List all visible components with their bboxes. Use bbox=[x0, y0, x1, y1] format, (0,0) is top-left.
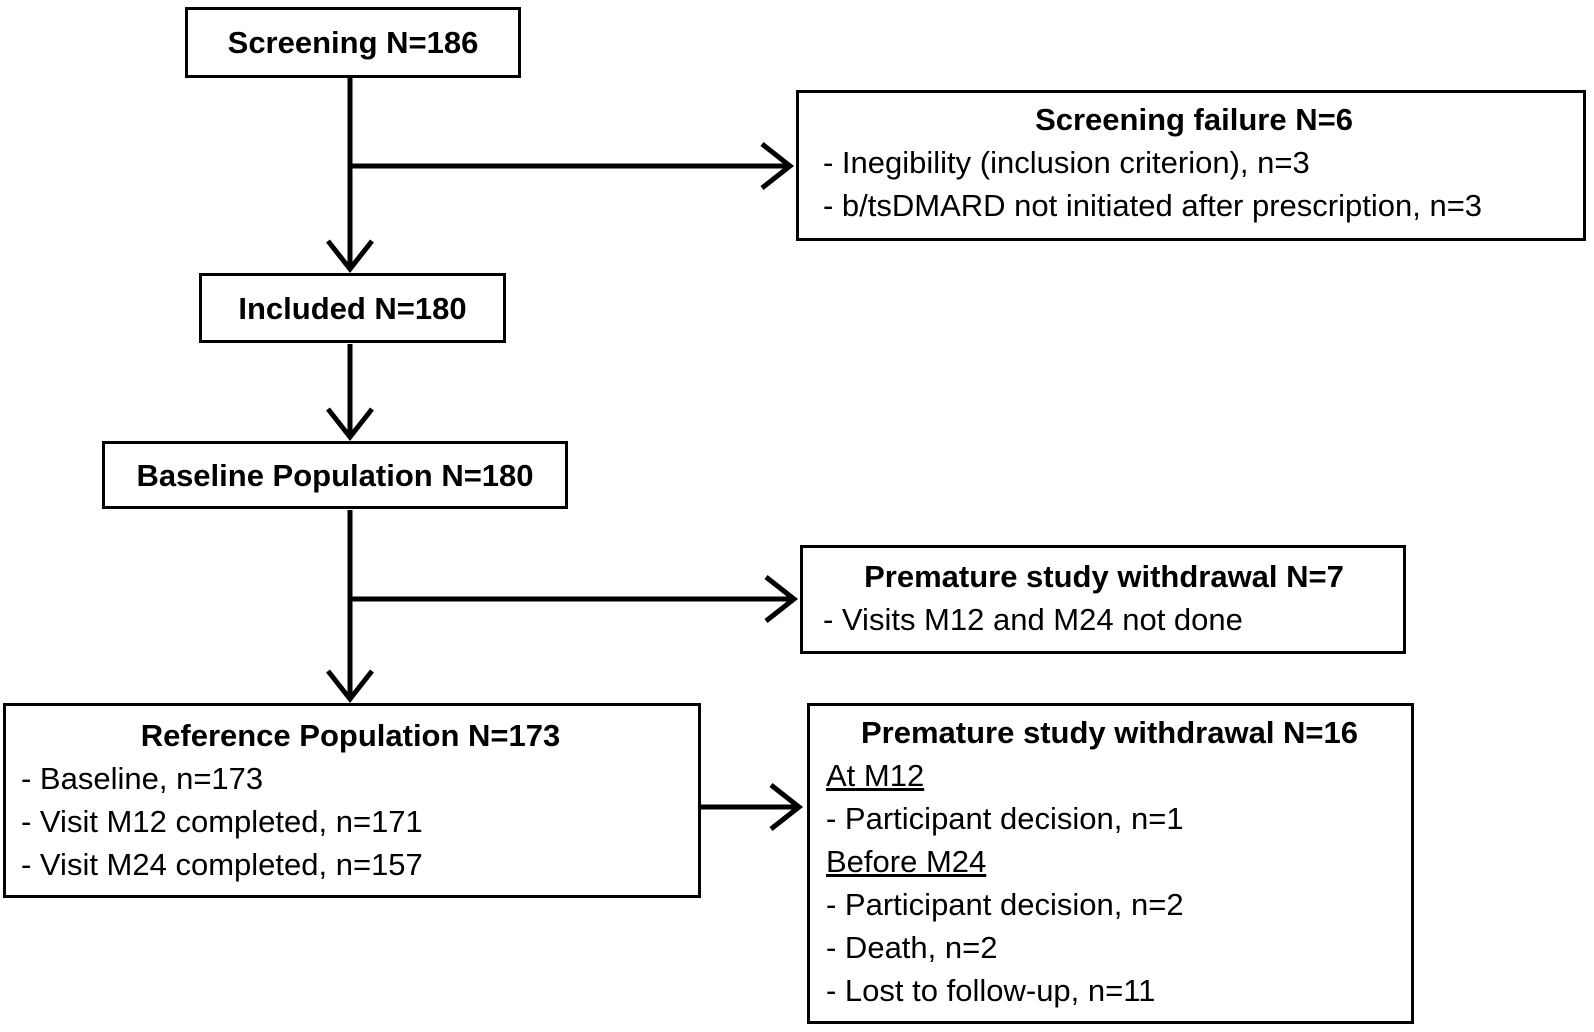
reference-population-box: Reference Population N=173 - Baseline, n… bbox=[3, 703, 701, 898]
withdrawal-n7-title: Premature study withdrawal N=7 bbox=[864, 559, 1344, 594]
reference-population-item: - Visit M24 completed, n=157 bbox=[21, 847, 423, 882]
withdrawal-n16-title: Premature study withdrawal N=16 bbox=[860, 715, 1359, 750]
arrowhead-right-icon bbox=[764, 575, 799, 623]
screening-failure-title: Screening failure N=6 bbox=[1035, 102, 1353, 137]
baseline-population-box: Baseline Population N=180 bbox=[102, 441, 568, 509]
withdrawal-n7-item: - Visits M12 and M24 not done bbox=[823, 602, 1243, 637]
screening-failure-item: - b/tsDMARD not initiated after prescrip… bbox=[823, 188, 1483, 223]
baseline-population-title: Baseline Population N=180 bbox=[136, 457, 534, 493]
withdrawal-n16-item: - Participant decision, n=2 bbox=[826, 887, 1184, 922]
reference-population-title: Reference Population N=173 bbox=[140, 718, 561, 753]
withdrawal-n16-item: - Lost to follow-up, n=11 bbox=[826, 973, 1156, 1008]
included-box: Included N=180 bbox=[199, 273, 506, 343]
arrowhead-right-icon bbox=[760, 142, 795, 190]
withdrawal-n16-item: - Participant decision, n=1 bbox=[826, 801, 1184, 836]
screening-box-title: Screening N=186 bbox=[227, 25, 479, 60]
arrowhead-down-icon bbox=[326, 407, 374, 442]
arrowhead-right-icon bbox=[769, 783, 804, 831]
reference-population-item: - Baseline, n=173 bbox=[21, 761, 264, 796]
screening-failure-box: Screening failure N=6 - Inegibility (inc… bbox=[796, 90, 1586, 241]
withdrawal-n16-subheading-at-m12: At M12 bbox=[826, 758, 925, 793]
withdrawal-n16-subheading-before-m24: Before M24 bbox=[826, 844, 987, 879]
included-box-title: Included N=180 bbox=[238, 290, 467, 326]
screening-box: Screening N=186 bbox=[185, 7, 521, 78]
screening-failure-item: - Inegibility (inclusion criterion), n=3 bbox=[823, 145, 1310, 180]
arrowhead-down-icon bbox=[326, 669, 374, 704]
withdrawal-n16-item: - Death, n=2 bbox=[826, 930, 998, 965]
withdrawal-n16-box: Premature study withdrawal N=16 At M12 -… bbox=[807, 703, 1414, 1024]
reference-population-item: - Visit M12 completed, n=171 bbox=[21, 804, 423, 839]
arrowhead-down-icon bbox=[326, 239, 374, 274]
withdrawal-n7-box: Premature study withdrawal N=7 - Visits … bbox=[800, 545, 1406, 654]
